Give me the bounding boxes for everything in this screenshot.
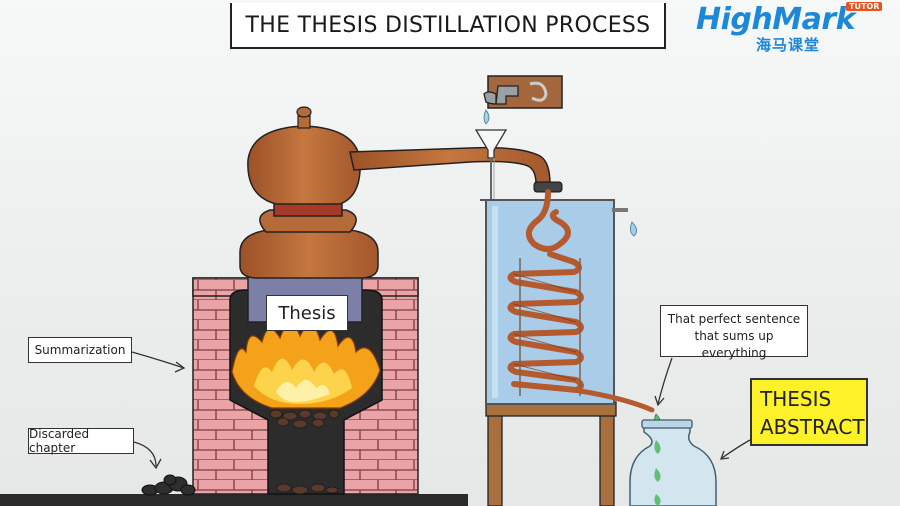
still-pipe [349, 146, 551, 185]
copper-still [239, 106, 563, 279]
condenser-stand-right [599, 401, 615, 506]
page-title: THE THESIS DISTILLATION PROCESS [230, 3, 666, 49]
discarded-chapter-label: Discarded chapter [28, 427, 134, 455]
pointer-arrows [131, 351, 751, 470]
faucet-icon [483, 75, 563, 125]
outlet-pipe [511, 381, 655, 413]
collecting-jar [629, 419, 717, 506]
abstract-arrow [721, 439, 751, 459]
thesis-abstract-label: THESIS ABSTRACT [750, 378, 868, 446]
still-knob [296, 106, 312, 118]
summarization-arrow [131, 351, 185, 369]
thesis-label: Thesis [266, 295, 348, 331]
ground [0, 494, 468, 506]
overflow-drop [630, 221, 637, 237]
condenser-coil [507, 189, 584, 394]
still-neck [297, 115, 311, 129]
condenser [480, 189, 661, 506]
logo-chinese-name: 海马课堂 [756, 36, 821, 54]
logo-tagline: TUTOR [846, 2, 883, 11]
still-dome [247, 125, 361, 205]
highmark-logo: HighMark TUTOR 海马课堂 [696, 2, 892, 56]
still-base [239, 229, 379, 279]
perfect-sentence-arrow [657, 357, 673, 405]
perfect-sentence-label: That perfect sentence that sums up every… [660, 305, 808, 360]
fire-icon [231, 322, 381, 409]
summarization-label: Summarization [28, 337, 132, 363]
coil-outline [513, 273, 577, 381]
coals [269, 409, 340, 495]
discarded-arrow [133, 441, 157, 467]
condenser-stand-left [487, 401, 503, 506]
abstract-line-2: ABSTRACT [760, 415, 865, 439]
perfect-sentence-line-2: that sums up everything [694, 329, 774, 360]
abstract-line-1: THESIS [760, 387, 832, 411]
perfect-sentence-line-1: That perfect sentence [667, 312, 801, 326]
logo-wordmark: HighMark [696, 2, 856, 37]
discarded-pile [141, 474, 196, 496]
water-tank-shine [492, 206, 498, 398]
